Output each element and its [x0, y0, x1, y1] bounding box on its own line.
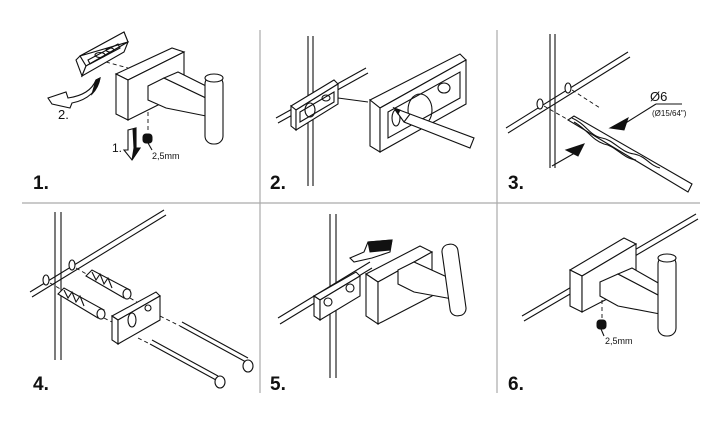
step-number-4: 4. — [33, 374, 49, 395]
wall-plug-icon — [57, 287, 106, 320]
step-number-1: 1. — [33, 173, 49, 194]
enlarged-bracket — [368, 53, 467, 153]
screw-icon — [179, 321, 254, 373]
step-3-illustration: Ø6 (Ø15/64") — [505, 34, 693, 193]
pencil-icon — [392, 106, 475, 149]
grub-screw-size-label: 2,5mm — [605, 336, 633, 346]
wall-plug-icon — [85, 269, 132, 300]
towel-hook — [568, 237, 677, 337]
step-4-illustration — [29, 209, 254, 389]
step-number-2: 2. — [270, 173, 286, 194]
drill-bit-icon — [566, 115, 693, 193]
grub-screw-icon — [596, 319, 607, 337]
step-6-illustration: 2,5mm — [521, 213, 699, 346]
step-1-illustration: 2. 2,5mm 1. — [47, 31, 224, 161]
step-number-3: 3. — [508, 173, 524, 194]
mounting-bracket — [312, 271, 361, 322]
grub-screw-size-label: 2,5mm — [152, 151, 180, 161]
slide-arrow-icon — [349, 239, 393, 263]
mounting-bracket — [75, 31, 129, 78]
callout-2: 2. — [58, 107, 69, 122]
towel-hook — [364, 243, 467, 326]
step-number-5: 5. — [270, 374, 286, 395]
dimension-arrow-icon — [564, 143, 585, 157]
callout-1: 1. — [112, 141, 122, 155]
drill-diameter-imperial-label: (Ø15/64") — [652, 109, 687, 118]
drill-diameter-label: Ø6 — [650, 89, 667, 104]
step-5-illustration — [277, 214, 467, 378]
step-number-6: 6. — [508, 374, 524, 395]
panel-dividers — [22, 30, 700, 393]
mounting-bracket — [110, 291, 161, 346]
grub-screw-icon — [142, 133, 153, 151]
drill-hole — [536, 98, 544, 110]
step-2-illustration — [275, 36, 475, 186]
down-arrow-icon — [122, 127, 142, 161]
screw-icon — [149, 339, 226, 389]
dimension-arrow-icon — [608, 116, 629, 131]
drill-hole — [564, 82, 572, 94]
towel-hook — [114, 47, 224, 145]
small-bracket — [290, 79, 339, 132]
